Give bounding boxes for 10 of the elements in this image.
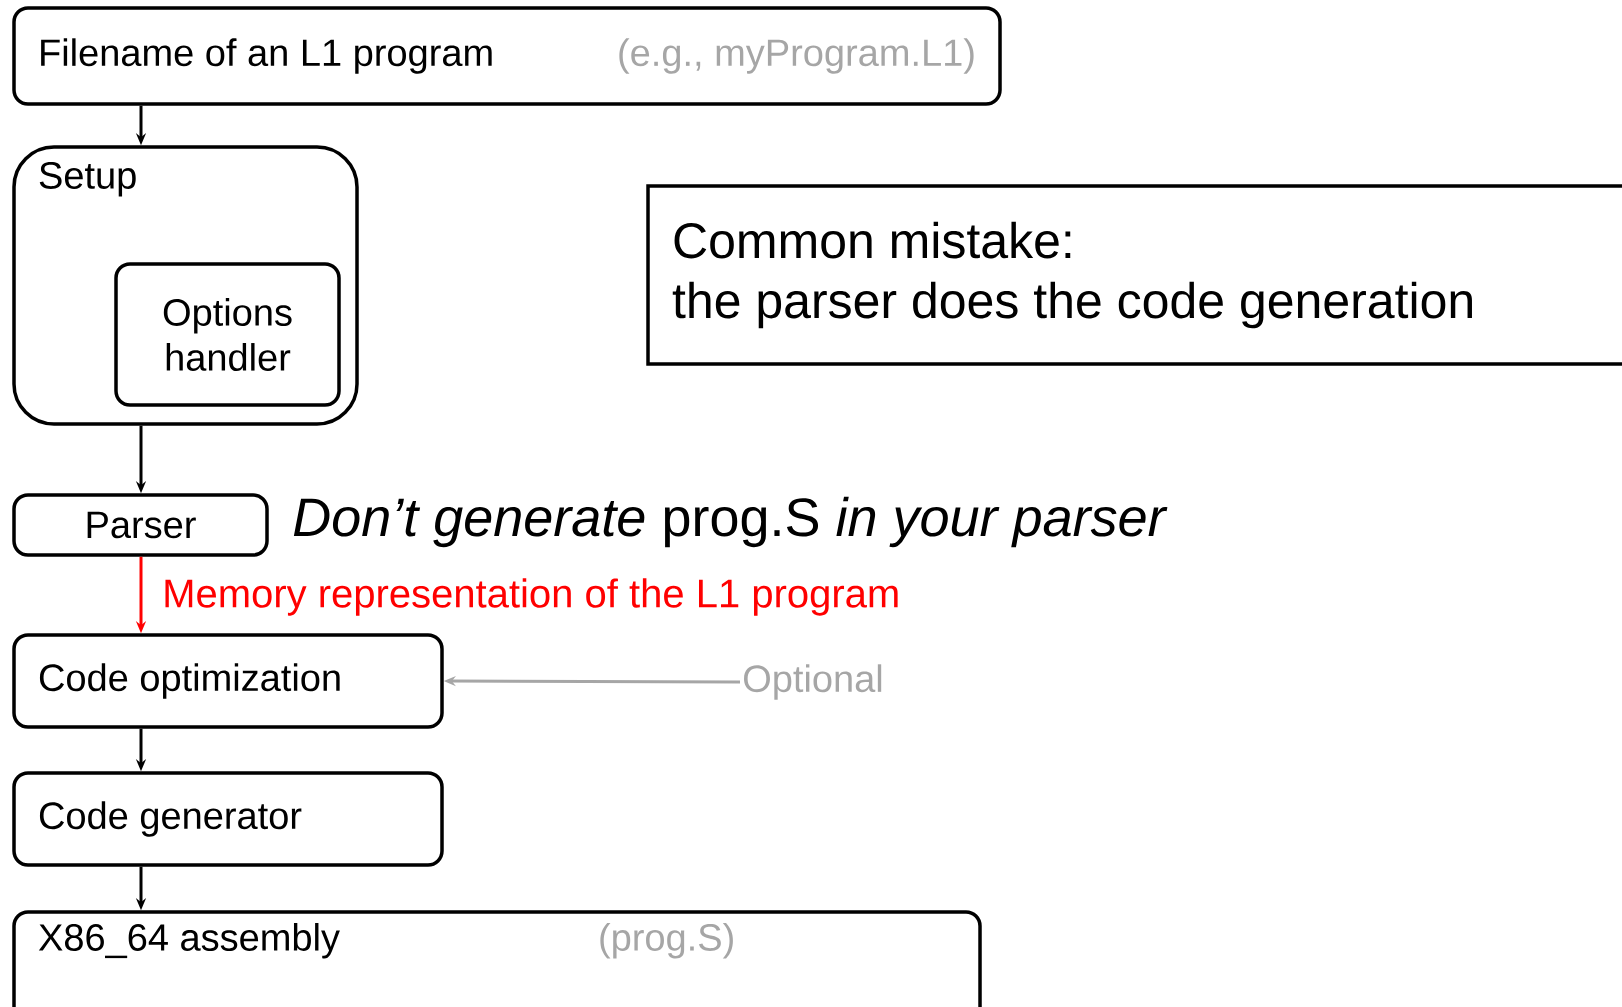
note-box: Common mistake: the parser does the code generation xyxy=(646,184,1622,366)
process-box: Code generator xyxy=(12,771,444,867)
edge-label: Memory representation of the L1 program xyxy=(165,578,898,616)
side-note: Optional xyxy=(744,664,882,700)
process-box: Options handler xyxy=(114,262,341,407)
process-box: Code optimization xyxy=(12,633,444,729)
note-text: Don’t generate prog.S in your parser xyxy=(293,496,1168,548)
process-box: Parser xyxy=(12,493,269,557)
process-box: X86_64 assembly (prog.S) xyxy=(12,910,982,1007)
process-box: Filename of an L1 program (e.g., myProgram.L1) xyxy=(12,6,1002,106)
